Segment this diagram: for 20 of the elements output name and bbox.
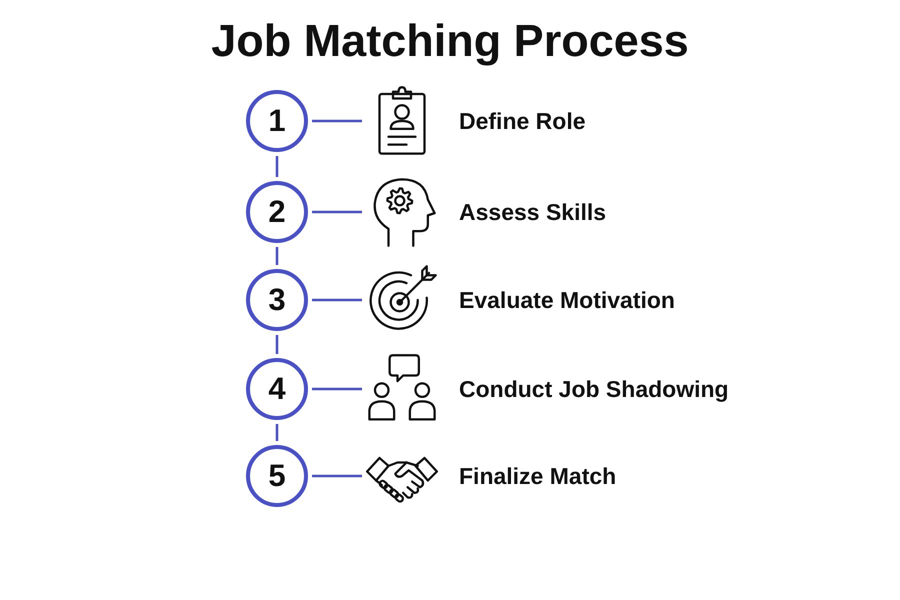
step-label: Conduct Job Shadowing (459, 376, 729, 402)
connector-line (276, 424, 278, 441)
title: Job Matching Process (211, 14, 689, 68)
connector-line (312, 210, 362, 214)
step-circle: 4 (246, 358, 308, 420)
step-label: Evaluate Motivation (459, 286, 675, 314)
connector-line (312, 120, 362, 122)
connector-line (276, 156, 278, 177)
step-circle: 2 (246, 181, 308, 243)
step-circle: 3 (246, 269, 308, 331)
connector-line (312, 298, 362, 302)
step-circle: 1 (246, 90, 308, 152)
step-label: Define Role (459, 108, 586, 134)
connector-line (312, 474, 362, 478)
step-label: Finalize Match (459, 462, 616, 490)
connector-line (312, 388, 362, 390)
step-circle: 5 (246, 445, 308, 507)
step-label: Assess Skills (459, 198, 606, 226)
connector-line (276, 335, 278, 354)
connector-line (276, 247, 278, 265)
